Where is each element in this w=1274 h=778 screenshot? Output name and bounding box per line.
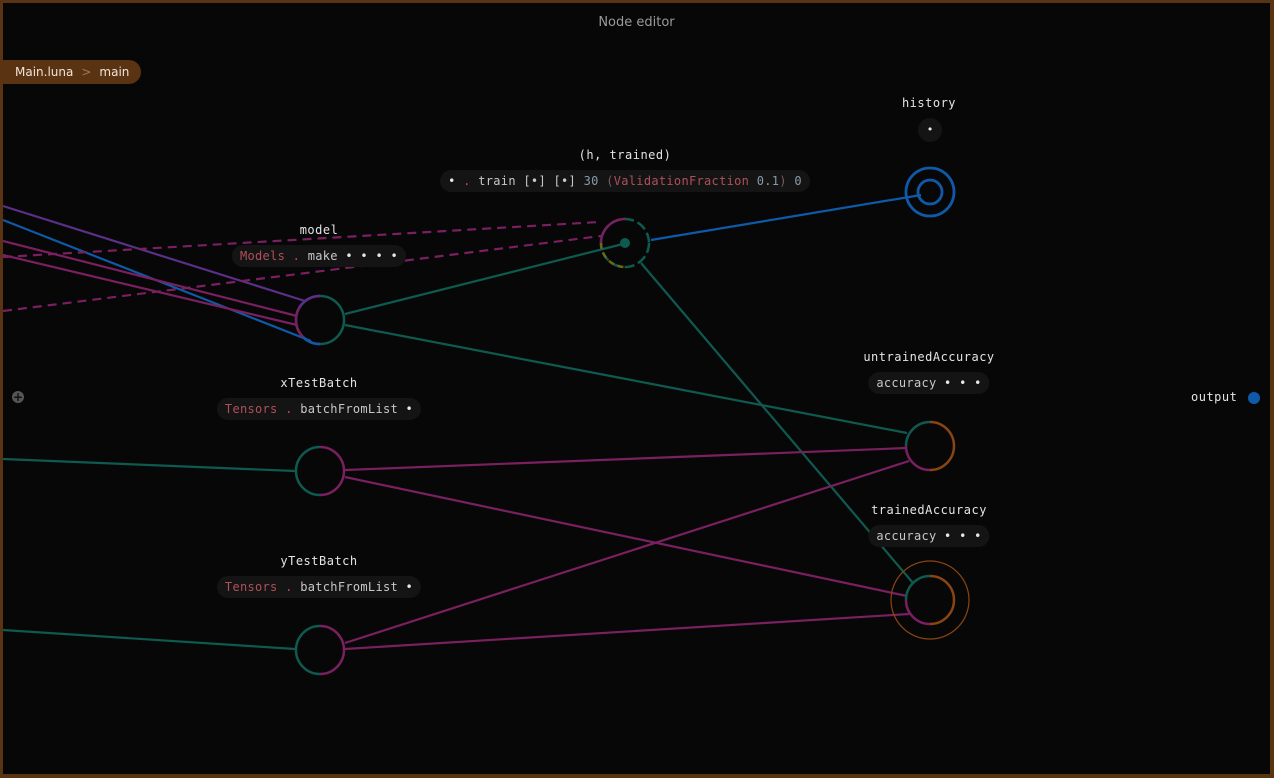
breadcrumb: Main.luna > main [3, 60, 142, 84]
node-xtestbatch-circle[interactable] [294, 445, 346, 497]
edge-ybatch-to-untrained [344, 459, 910, 645]
edge-ytestbatch-input [3, 628, 296, 651]
edge-train-to-history [650, 193, 922, 242]
add-input-port-icon[interactable]: + [12, 390, 24, 404]
edge-xbatch-to-untrained [344, 446, 908, 472]
node-model-name[interactable]: model [299, 223, 339, 237]
node-train-name[interactable]: (h, trained) [578, 148, 672, 162]
node-xtestbatch-name[interactable]: xTestBatch [280, 376, 358, 390]
node-model-circle[interactable] [294, 294, 346, 346]
node-trainedaccuracy-name[interactable]: trainedAccuracy [871, 503, 987, 517]
breadcrumb-item-file[interactable]: Main.luna [15, 65, 74, 79]
edge-train-dashed-1 [3, 220, 600, 259]
edge-train-to-trained [640, 262, 914, 584]
node-train-circle[interactable] [599, 217, 651, 269]
node-untrainedaccuracy-circle[interactable] [904, 420, 956, 472]
edge-model-to-untrained [344, 323, 908, 435]
node-train-expression[interactable]: • . train [•] [•] 30 (ValidationFraction… [440, 170, 810, 192]
output-label: output [1191, 390, 1238, 404]
connections-layer [3, 166, 970, 676]
panel-title: Node editor [598, 15, 675, 30]
node-history-circle[interactable] [904, 166, 956, 218]
edge-train-dashed-2 [3, 234, 602, 313]
edge-xtestbatch-input [3, 457, 296, 473]
node-untrainedaccuracy-name[interactable]: untrainedAccuracy [863, 350, 995, 364]
node-ytestbatch-expression[interactable]: Tensors . batchFromList • [216, 576, 422, 598]
node-untrainedaccuracy-expression[interactable]: accuracy • • • [868, 372, 990, 394]
node-ytestbatch-name[interactable]: yTestBatch [280, 554, 358, 568]
breadcrumb-separator: > [81, 65, 92, 79]
edge-model-input-magenta-2 [3, 253, 298, 327]
node-xtestbatch-expression[interactable]: Tensors . batchFromList • [216, 398, 422, 420]
edge-xbatch-to-trained [344, 475, 908, 598]
breadcrumb-item-function[interactable]: main [99, 65, 130, 79]
edge-model-to-train [344, 242, 624, 316]
node-model-expression[interactable]: Models . make • • • • [231, 245, 407, 267]
node-history-expression[interactable]: • [918, 118, 942, 142]
train-self-port[interactable] [620, 238, 630, 248]
edge-model-input-purple [3, 204, 306, 303]
node-editor-canvas[interactable]: Node editor Main.luna > main + history •… [3, 3, 1270, 774]
node-trainedaccuracy-expression[interactable]: accuracy • • • [868, 525, 990, 547]
node-trainedaccuracy-circle[interactable] [890, 560, 970, 640]
node-ytestbatch-circle[interactable] [294, 624, 346, 676]
node-history-name[interactable]: history [901, 96, 957, 110]
edge-ybatch-to-trained [344, 612, 910, 651]
output-port[interactable] [1248, 392, 1260, 404]
